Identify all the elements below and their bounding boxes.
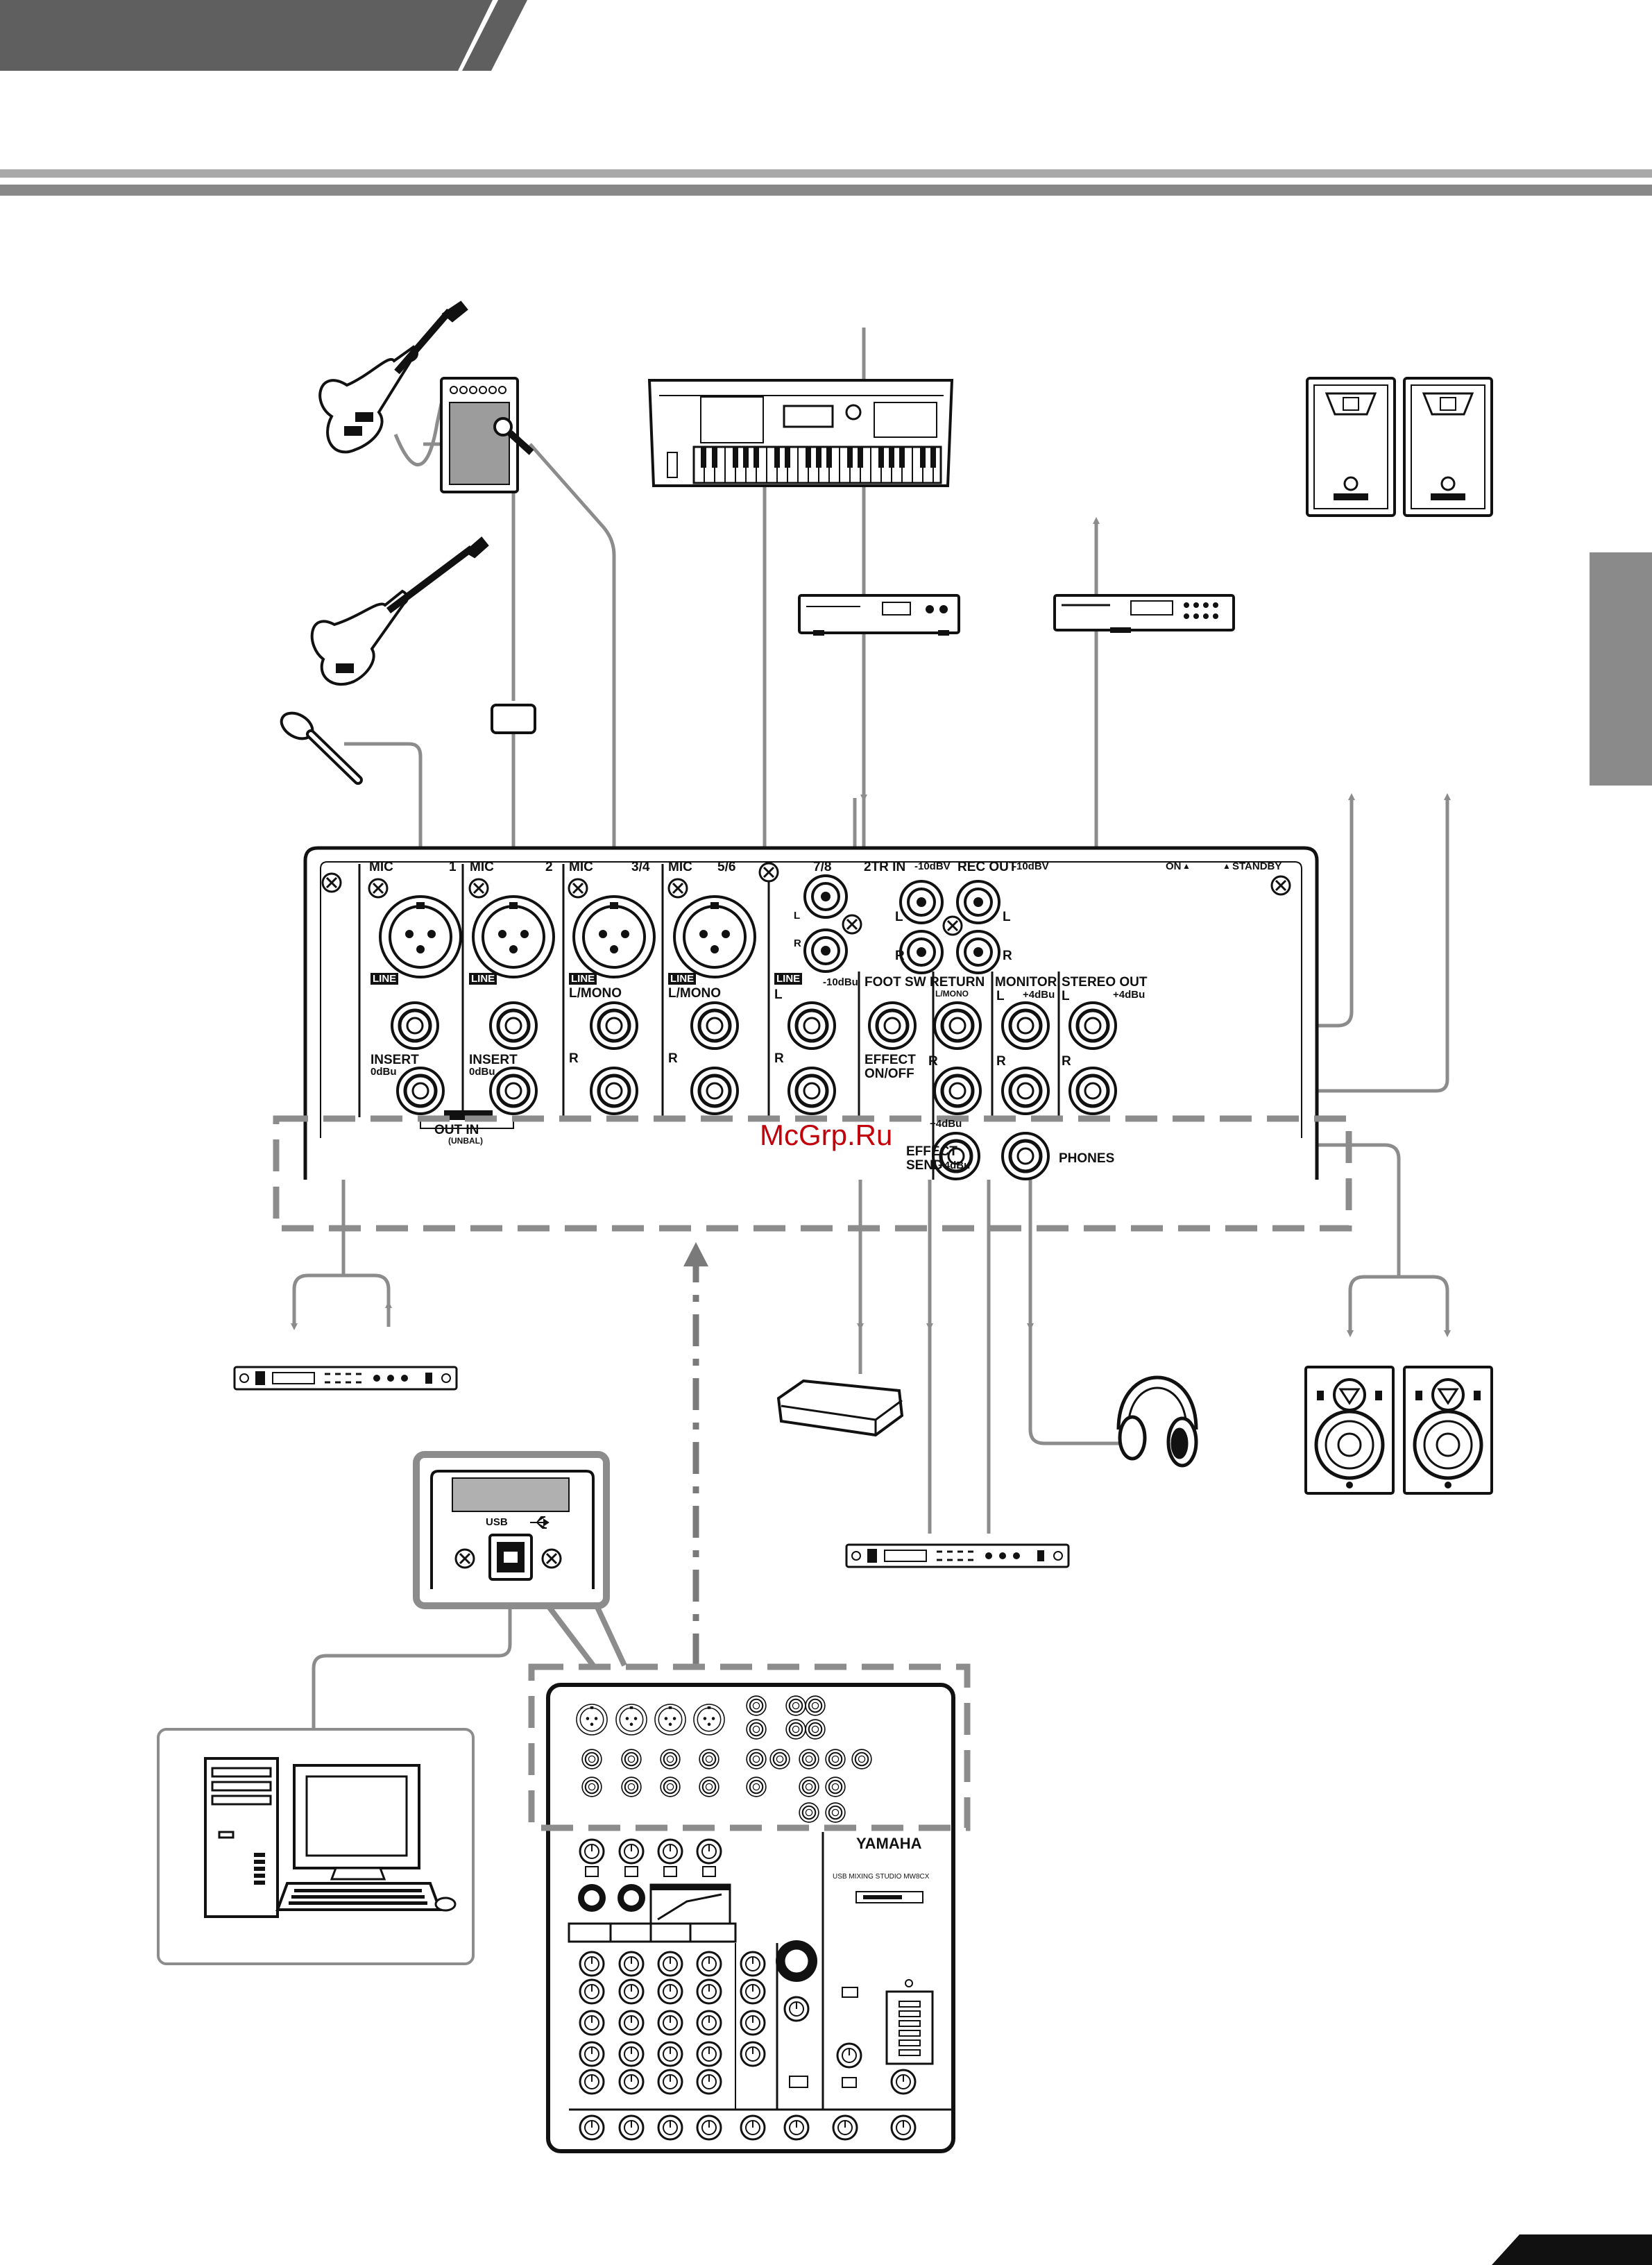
- rca-recout-r[interactable]: [956, 930, 1000, 974]
- line-jack-ch56-r[interactable]: [692, 1068, 738, 1114]
- synthesizer-keyboard: [647, 379, 954, 487]
- monitor-speaker-right: [1404, 1367, 1492, 1493]
- header-rule-top: [0, 169, 1652, 178]
- insert-legend-bracket: [420, 1120, 514, 1129]
- cable-usb: [312, 1589, 512, 1729]
- side-tab: [1590, 552, 1652, 786]
- usb-callout-pointer: [545, 1604, 627, 1668]
- cable-insert-split: [292, 1273, 391, 1318]
- mic-jack-ch56[interactable]: [673, 895, 756, 978]
- mixer-top-callout: [528, 1663, 971, 1831]
- rca-ch78-l[interactable]: [803, 874, 848, 919]
- computer-box: [157, 1728, 475, 1965]
- main-speaker-left: [1306, 377, 1396, 517]
- screw-ch1-icon: [368, 878, 389, 899]
- effect-send-jack[interactable]: [933, 1133, 979, 1179]
- cable-monitor-split: [1348, 1275, 1449, 1318]
- line-jack-ch56-l[interactable]: [692, 1003, 738, 1049]
- usb-symbol-icon: [530, 1516, 550, 1529]
- bass-guitar: [310, 536, 489, 686]
- rca-2trin-r[interactable]: [899, 930, 944, 974]
- foot-sw-jack[interactable]: [869, 1003, 915, 1049]
- page-number-tab: [1492, 2234, 1652, 2265]
- header-rule-bottom: [0, 185, 1652, 196]
- electric-guitar: [318, 300, 468, 454]
- cable-guitar-amp: [393, 403, 443, 467]
- pc-mouse: [434, 1897, 457, 1912]
- return-jack-r[interactable]: [935, 1068, 980, 1114]
- line-jack-ch78-r[interactable]: [789, 1068, 835, 1114]
- page-header: [0, 0, 1652, 196]
- return-jack-l[interactable]: [935, 1003, 980, 1049]
- stereo-out-jack-l[interactable]: [1070, 1003, 1116, 1049]
- screw-left-icon: [321, 872, 342, 893]
- usb-panel-callout: [413, 1451, 610, 1609]
- line-jack-ch2[interactable]: [491, 1003, 536, 1049]
- insert-compressor: [233, 1366, 458, 1391]
- screw-center-icon: [942, 915, 963, 936]
- cable-stereo-out-r: [1116, 793, 1451, 1093]
- direct-box: [491, 704, 536, 734]
- cable-phones: [1028, 1156, 1124, 1445]
- monitor-speaker-left: [1306, 1367, 1393, 1493]
- recorder: [1053, 594, 1235, 633]
- screw-ch7-icon: [758, 862, 779, 883]
- mixer-rear-panel: [303, 846, 1319, 1180]
- rca-recout-l[interactable]: [956, 880, 1000, 924]
- usb-mixer-top-panel: [546, 1683, 955, 2153]
- screw-mid-icon: [842, 914, 862, 935]
- guitar-amplifier: [440, 377, 519, 493]
- screw-ch3-icon: [568, 878, 588, 899]
- cable-amp-mic-ch34: [529, 443, 618, 899]
- rear-panel-callout: [273, 1115, 1352, 1232]
- line-jack-ch1[interactable]: [392, 1003, 438, 1049]
- foot-switch: [776, 1379, 904, 1437]
- monitor-jack-r[interactable]: [1003, 1068, 1048, 1114]
- cd-player: [798, 594, 960, 636]
- screw-right-icon: [1270, 875, 1291, 896]
- line-jack-ch34-l[interactable]: [591, 1003, 637, 1049]
- insert-jack-ch2[interactable]: [491, 1068, 536, 1114]
- monitor-jack-l[interactable]: [1003, 1003, 1048, 1049]
- rear-panel-inner: [320, 861, 1302, 1138]
- stereo-out-jack-r[interactable]: [1070, 1068, 1116, 1114]
- cable-effect-send: [928, 1154, 951, 1534]
- mic-jack-ch2[interactable]: [472, 895, 555, 978]
- headphones: [1116, 1375, 1198, 1468]
- cable-stereo-out-l: [1116, 793, 1355, 1028]
- phones-jack[interactable]: [1003, 1133, 1048, 1179]
- effect-processor: [845, 1543, 1070, 1568]
- amp-microphone-icon: [493, 417, 534, 455]
- main-speaker-right: [1403, 377, 1493, 517]
- rca-2trin-l[interactable]: [899, 880, 944, 924]
- rca-ch78-r[interactable]: [803, 928, 848, 973]
- usb-screw-left-icon: [454, 1548, 475, 1569]
- line-jack-ch34-r[interactable]: [591, 1068, 637, 1114]
- header-tab-stripe: [462, 0, 527, 71]
- mic-jack-ch34[interactable]: [572, 895, 656, 978]
- dynamic-microphone: [280, 711, 363, 785]
- header-tab-dark: [0, 0, 493, 71]
- usb-screw-right-icon: [541, 1548, 562, 1569]
- screw-ch2-icon: [468, 878, 489, 899]
- mic-jack-ch1[interactable]: [379, 895, 462, 978]
- screw-ch5-icon: [667, 878, 688, 899]
- cable-mic-ch1: [344, 742, 424, 899]
- callout-link-arrow: [683, 1242, 708, 1266]
- line-jack-ch78-l[interactable]: [789, 1003, 835, 1049]
- insert-jack-ch1[interactable]: [398, 1068, 443, 1114]
- usb-panel-frame: [413, 1451, 610, 1609]
